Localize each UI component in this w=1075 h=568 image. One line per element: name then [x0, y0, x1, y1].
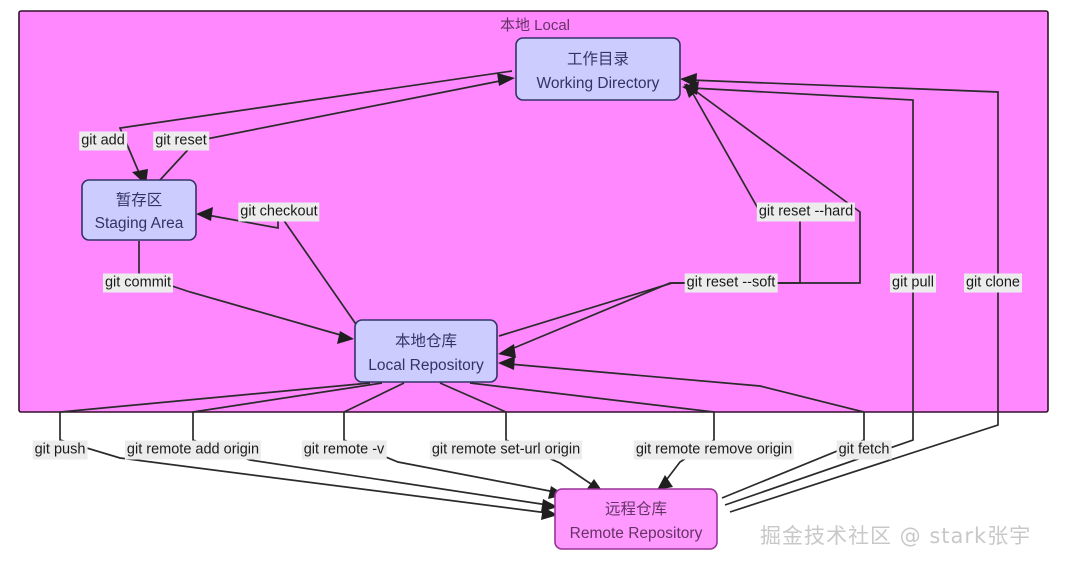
edge-label-git-clone: git clone [963, 273, 1023, 293]
edge-localrepo-to-working-soft [498, 91, 801, 337]
edge-label-git-fetch: git fetch [836, 440, 892, 460]
edge-label-git-commit: git commit [102, 273, 174, 293]
arrowhead-reset-to-working [497, 73, 515, 86]
node-local-repository[interactable]: 本地仓库 Local Repository [354, 319, 498, 383]
node-working-directory[interactable]: 工作目录 Working Directory [515, 37, 681, 101]
arrowhead-remove-origin-to-remote [657, 475, 673, 490]
remote-repository-label-en: Remote Repository [570, 525, 703, 542]
local-repository-label-en: Local Repository [368, 357, 484, 374]
edge-label-git-reset-hard: git reset --hard [756, 202, 856, 222]
edge-label-git-reset-soft: git reset --soft [684, 273, 778, 293]
edge-localrepo-to-remote-v [343, 382, 556, 493]
edge-label-git-reset: git reset [153, 131, 209, 151]
edge-localrepo-to-remote-push [59, 382, 549, 514]
local-repository-label-cn: 本地仓库 [395, 332, 457, 350]
edge-working-to-localrepo-hard [508, 83, 861, 351]
edge-label-git-remote-add-origin: git remote add origin [124, 440, 262, 460]
cluster-local-title: 本地 Local [500, 17, 570, 34]
edge-label-git-pull: git pull [890, 273, 936, 293]
arrowhead-commit-to-localrepo [337, 331, 354, 344]
working-directory-box[interactable] [515, 37, 681, 101]
arrowhead-checkout-to-staging [196, 207, 213, 221]
edge-working-to-staging-add [118, 70, 513, 176]
edge-label-git-remote-remove-origin: git remote remove origin [633, 440, 795, 460]
staging-area-box[interactable] [81, 179, 197, 241]
edge-remote-to-working-clone [689, 79, 999, 513]
watermark-text: 掘金技术社区 @ stark张宇 [760, 524, 1032, 548]
working-directory-label-cn: 工作目录 [567, 50, 629, 68]
arrowhead-fetch-to-localrepo [498, 356, 515, 370]
edge-label-git-remote-v: git remote -v [301, 440, 387, 460]
cluster-local [18, 10, 1049, 413]
working-directory-label-en: Working Directory [537, 75, 660, 92]
edge-label-git-remote-set-url-origin: git remote set-url origin [429, 440, 583, 460]
edge-localrepo-to-remote-add-origin [192, 382, 549, 506]
node-staging-area[interactable]: 暂存区 Staging Area [81, 179, 197, 241]
remote-repository-box[interactable] [554, 488, 718, 550]
arrowhead-hard-to-localrepo [498, 344, 516, 358]
arrowhead-clone-to-working [680, 73, 697, 87]
remote-repository-label-cn: 远程仓库 [605, 500, 667, 518]
staging-area-label-en: Staging Area [95, 215, 184, 232]
arrowhead-add-origin-to-remote [541, 499, 558, 512]
edge-remote-to-localrepo-fetch [508, 363, 865, 499]
edge-label-git-push: git push [32, 440, 88, 460]
edge-localrepo-to-remote-set-url [439, 382, 595, 487]
node-remote-repository[interactable]: 远程仓库 Remote Repository [554, 488, 718, 550]
edge-label-git-add: git add [79, 131, 127, 151]
edge-localrepo-to-remote-remove-origin [469, 382, 715, 484]
local-repository-box[interactable] [354, 319, 498, 383]
edge-label-git-checkout: git checkout [238, 202, 320, 222]
staging-area-label-cn: 暂存区 [116, 191, 163, 209]
